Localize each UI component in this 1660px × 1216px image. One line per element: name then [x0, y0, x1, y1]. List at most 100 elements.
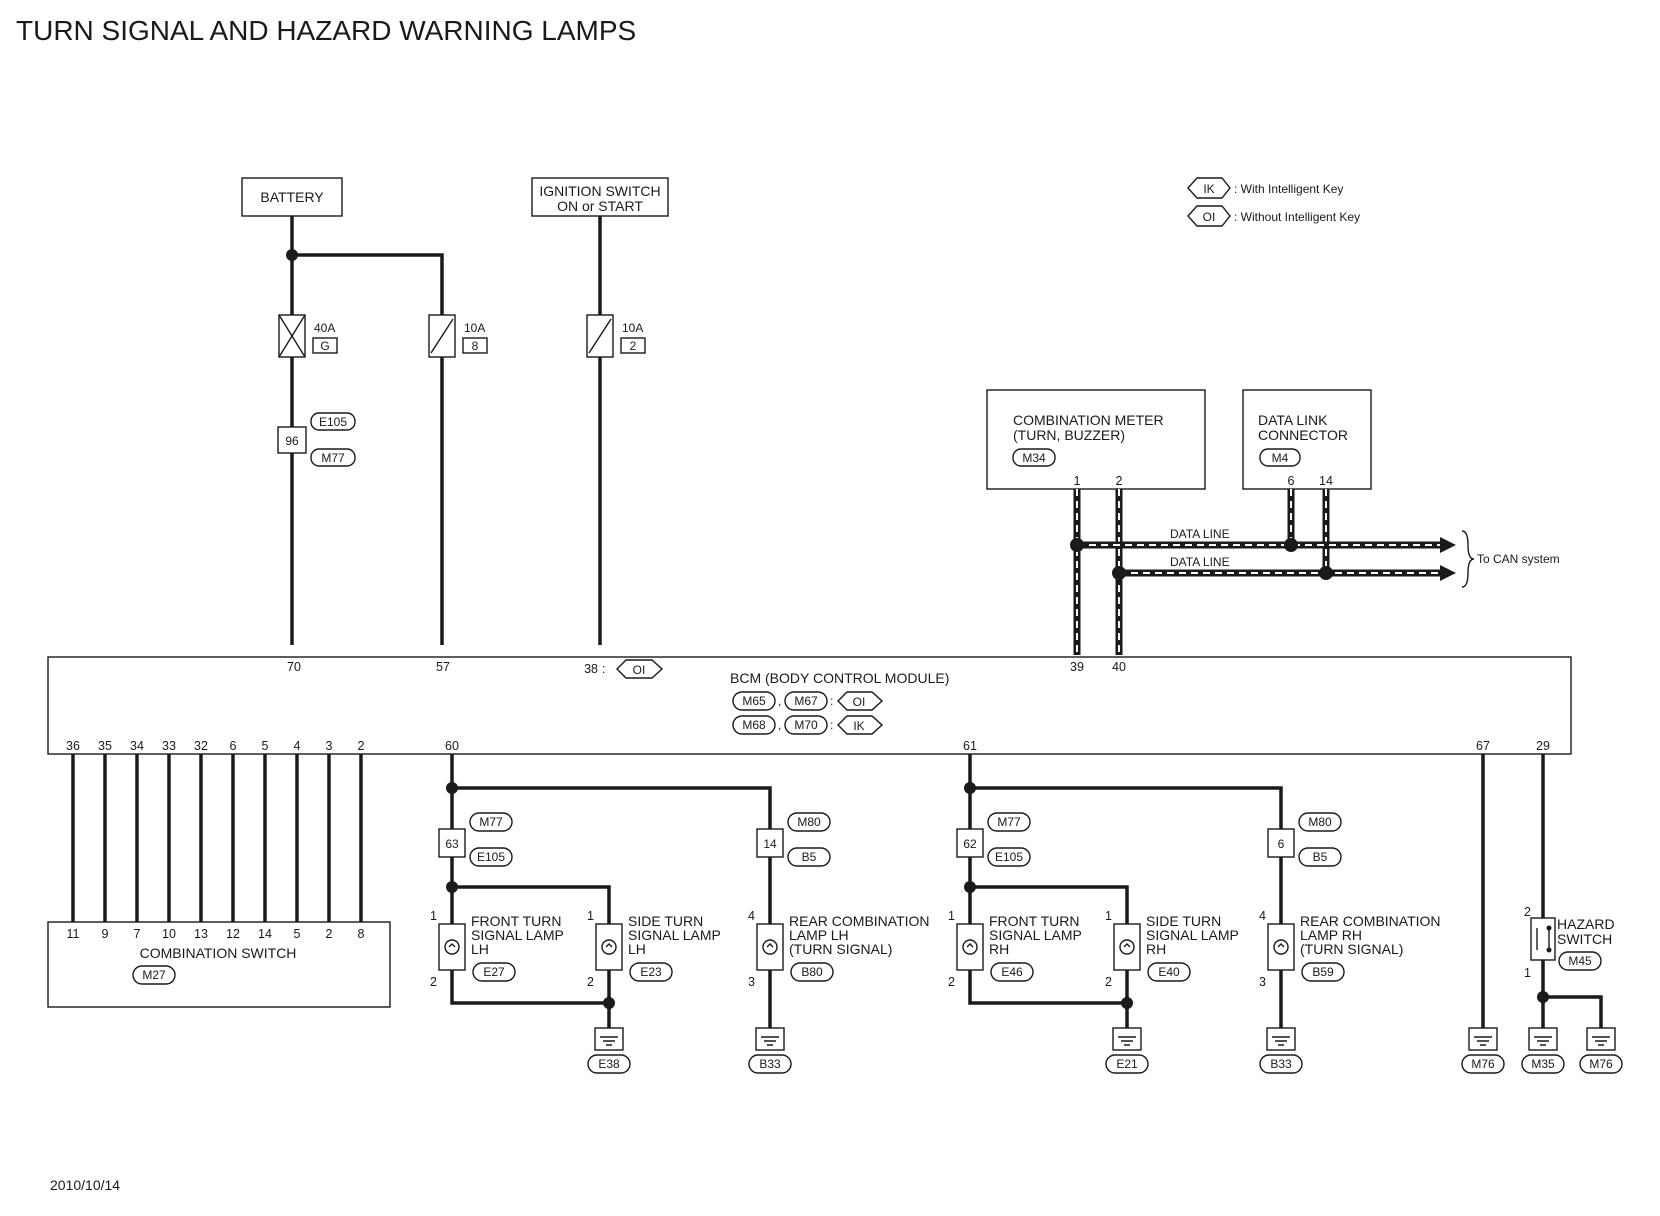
legend-ik: IK : With Intelligent Key	[1187, 177, 1343, 199]
joint-conn-top: M77	[997, 815, 1021, 829]
hazard-label-2: SWITCH	[1557, 931, 1612, 947]
bcm-pin-40: 40	[1112, 660, 1126, 674]
upper-joint-conn-bottom: M77	[321, 451, 345, 465]
combination-switch-pin: 5	[294, 927, 301, 941]
ground-points: E38 B33 E21 B33 M76 M35 M76	[587, 1027, 1623, 1074]
combination-switch-pin: 7	[134, 927, 141, 941]
ignition-line2: ON or START	[557, 198, 643, 214]
ground-conn: M76	[1471, 1057, 1495, 1071]
bcm-block: 70 57 38 : OI 39 40 BCM (BODY CONTROL MO…	[47, 656, 1572, 755]
lamp-pin-bottom: 2	[587, 975, 594, 989]
fuse-10a-2-id: 2	[630, 339, 637, 353]
bcm-pin-39: 39	[1070, 660, 1084, 674]
ignition-switch-block: IGNITION SWITCH ON or START	[531, 177, 669, 217]
lamp-pin-bottom: 3	[1259, 975, 1266, 989]
ground-symbol: E21	[1105, 1027, 1149, 1074]
lamp-label-2: SIGNAL LAMP	[1146, 927, 1239, 943]
ground-conn: B33	[1270, 1057, 1292, 1071]
joint-conn-bottom: B5	[802, 850, 817, 864]
fuse-10a-8: 10A 8	[428, 314, 488, 358]
legend-oi-text: : Without Intelligent Key	[1234, 210, 1360, 224]
lamp-pin-top: 1	[948, 909, 955, 923]
joint-conn-bottom: E105	[995, 850, 1023, 864]
bcm-conn-m68: M68	[742, 718, 766, 732]
bcm-oi-code: OI	[853, 695, 866, 709]
meter-line2: (TURN, BUZZER)	[1013, 427, 1125, 443]
can-data-lines: DATA LINE DATA LINE To CAN system	[1070, 489, 1560, 655]
ground-conn: B33	[759, 1057, 781, 1071]
bcm-bottom-pin: 4	[294, 739, 301, 753]
bcm-ik-tag	[837, 715, 884, 735]
ground-symbol: M76	[1579, 1027, 1623, 1074]
legend-oi-code: OI	[1203, 210, 1216, 224]
dlc-conn: M4	[1272, 451, 1289, 465]
bcm-bottom-pin: 35	[98, 739, 112, 753]
bcm-ik-code: IK	[853, 719, 864, 733]
lamp-label-3: RH	[989, 941, 1009, 957]
combination-meter: COMBINATION METER (TURN, BUZZER) M34 1 2	[986, 389, 1206, 490]
lamp-label-2: LAMP LH	[789, 927, 849, 943]
joint-pin: 62	[963, 837, 977, 851]
combination-switch-pin: 14	[258, 927, 272, 941]
combination-switch-pin: 13	[194, 927, 208, 941]
lamp-pin-top: 1	[587, 909, 594, 923]
meter-pin-2: 2	[1116, 474, 1123, 488]
lamp-pin-bottom: 2	[1105, 975, 1112, 989]
ground-symbol: M76	[1461, 1027, 1505, 1074]
fuse-40a-rating: 40A	[314, 321, 335, 335]
dlc-line1: DATA LINK	[1258, 412, 1328, 428]
lamp-label-1: SIDE TURN	[628, 913, 703, 929]
bcm-bottom-pin: 5	[262, 739, 269, 753]
legend-ik-text: : With Intelligent Key	[1234, 182, 1343, 196]
diagram-date: 2010/10/14	[50, 1177, 120, 1193]
fuse-10a-2: 10A 2	[586, 314, 646, 358]
fuse-40a-id: G	[320, 339, 329, 353]
lamp-label-1: FRONT TURN	[471, 913, 561, 929]
meter-conn: M34	[1022, 451, 1046, 465]
legend-ik-code: IK	[1203, 182, 1214, 196]
combination-switch-pin: 2	[326, 927, 333, 941]
bcm-pin-29: 29	[1536, 739, 1550, 753]
upper-joint-96: 96 E105 M77	[277, 412, 356, 467]
bcm-bottom-pin: 33	[162, 739, 176, 753]
bcm-bottom-pin: 36	[66, 739, 80, 753]
lamp-label-3: LH	[471, 941, 489, 957]
bcm-conn-sep-1: ,	[778, 694, 781, 708]
lamp-label-1: REAR COMBINATION	[1300, 913, 1441, 929]
to-can-label: To CAN system	[1477, 552, 1560, 566]
lamp-label-2: SIGNAL LAMP	[471, 927, 564, 943]
lamp-conn: E40	[1158, 965, 1180, 979]
ground-conn: M35	[1531, 1057, 1555, 1071]
lamp-conn: E46	[1001, 965, 1023, 979]
fuse-10a-2-rating: 10A	[622, 321, 643, 335]
bcm-pin-60: 60	[445, 739, 459, 753]
ground-conn: M76	[1589, 1057, 1613, 1071]
joint-conn-top: M77	[479, 815, 503, 829]
bcm-pin-57: 57	[436, 660, 450, 674]
lamp-pin-bottom: 3	[748, 975, 755, 989]
ground-conn: E38	[598, 1057, 620, 1071]
lamp-conn: B59	[1312, 965, 1334, 979]
bcm-pin-38-oi-code: OI	[633, 663, 646, 677]
lamp-label-3: LH	[628, 941, 646, 957]
bcm-pin-38-oi-tag	[616, 659, 664, 679]
combination-switch-pin: 11	[67, 927, 80, 941]
bcm-bottom-pin: 6	[230, 739, 237, 753]
lamp-label-2: LAMP RH	[1300, 927, 1362, 943]
combination-switch-pin: 12	[226, 927, 240, 941]
ignition-line1: IGNITION SWITCH	[539, 183, 660, 199]
lamp-pin-top: 1	[1105, 909, 1112, 923]
bcm-conn-sep-2: ,	[778, 718, 781, 732]
hazard-pin-bottom: 1	[1524, 966, 1531, 980]
joint-pin: 6	[1278, 837, 1285, 851]
fuse-40a: 40A G	[278, 314, 338, 358]
combination-switch-pin: 10	[162, 927, 176, 941]
bcm-conn-colon-2: :	[830, 718, 833, 732]
ground-symbol: B33	[1259, 1027, 1303, 1074]
data-link-connector: DATA LINK CONNECTOR M4 6 14	[1242, 389, 1372, 490]
ground-conn: E21	[1116, 1057, 1138, 1071]
hazard-label-1: HAZARD	[1557, 916, 1615, 932]
combination-switch-name: COMBINATION SWITCH	[140, 945, 297, 961]
battery-label: BATTERY	[260, 189, 324, 205]
